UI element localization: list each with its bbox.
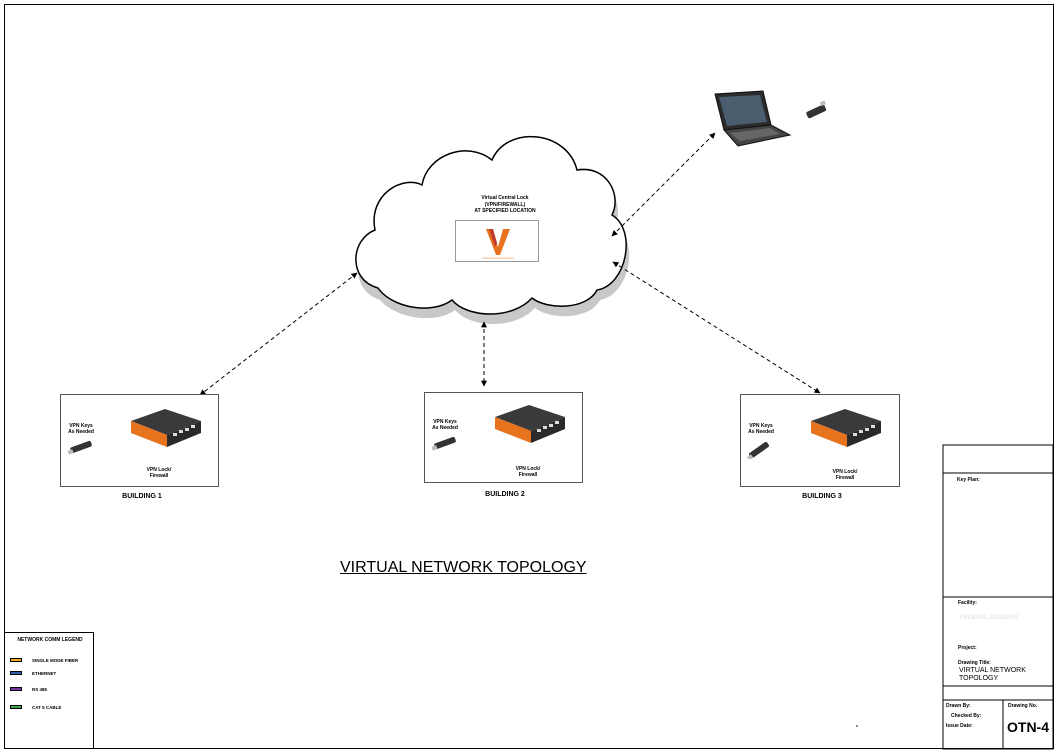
facility-value: FEDERAL RESERVE: [960, 615, 1019, 621]
usb-key-icon: [746, 442, 769, 459]
vpn-firewall-device-icon: [495, 405, 565, 443]
vpn-keys-line1: VPN Keys: [69, 423, 93, 429]
laptop-usb-key-icon: [806, 100, 827, 119]
vpn-keys-line2: As Needed: [68, 429, 94, 435]
vpn-firewall-device-icon: [811, 409, 881, 447]
building-1-label: BUILDING 1: [122, 493, 162, 500]
drawing-title-line1: VIRTUAL NETWORK: [959, 667, 1026, 674]
drawing-title-label: Drawing Title:: [958, 660, 991, 666]
building-3-panel: VPN Keys As Needed VPN Lock/ Firewall: [740, 394, 900, 487]
vpn-keys-line1: VPN Keys: [749, 423, 773, 429]
vpn-lock-line2: Firewall: [518, 472, 538, 478]
legend-swatch: [10, 687, 22, 691]
link-cloud-building3: [612, 261, 821, 394]
legend-swatch: [10, 671, 22, 675]
vpn-keys-label: VPN Keys As Needed: [61, 423, 101, 435]
diagram-title: VIRTUAL NETWORK TOPOLOGY: [340, 559, 587, 576]
laptop-icon: [714, 90, 792, 147]
legend-swatch: [10, 705, 22, 709]
vpn-firewall-device-icon: [131, 409, 201, 447]
legend-label: SINGLE MODE FIBER: [32, 657, 79, 663]
vpn-lock-line1: VPN Lock/: [515, 466, 541, 472]
legend-item-ethernet: ETHERNET: [10, 670, 56, 676]
legend-item-cat5: CAT 5 CABLE: [10, 704, 61, 710]
legend-item-rs485: RS 485: [10, 686, 47, 692]
usb-key-icon: [67, 440, 92, 455]
link-cloud-building1: [199, 272, 358, 396]
issue-date-label: Issue Date:: [946, 723, 973, 729]
drawing-no-value: OTN-4: [1007, 719, 1049, 735]
vpn-lock-label: VPN Lock/ Firewall: [825, 469, 865, 481]
cloud-label: Virtual Central Lock (VPN/FIREWALL) AT S…: [440, 195, 570, 215]
vpn-lock-line2: Firewall: [835, 475, 855, 481]
key-plan-label: Key Plan:: [957, 477, 980, 483]
checked-by-label: Checked By:: [951, 713, 982, 719]
vpn-keys-label: VPN Keys As Needed: [425, 419, 465, 431]
vpn-lock-line1: VPN Lock/: [146, 467, 172, 473]
vpn-lock-label: VPN Lock/ Firewall: [139, 467, 179, 479]
drawing-sheet: [4, 4, 1054, 749]
building-3-label: BUILDING 3: [802, 493, 842, 500]
vpn-keys-label: VPN Keys As Needed: [741, 423, 781, 435]
legend-swatch: [10, 658, 22, 662]
drawing-title-value: VIRTUAL NETWORK TOPOLOGY: [959, 667, 1026, 683]
link-cloud-laptop: [611, 132, 716, 237]
legend-label: ETHERNET: [32, 670, 57, 676]
vpn-keys-line1: VPN Keys: [433, 419, 457, 425]
drawing-no-label: Drawing No.: [1008, 703, 1038, 709]
usb-key-icon: [431, 436, 456, 451]
stray-dot: [856, 725, 858, 727]
vpn-lock-line1: VPN Lock/: [832, 469, 858, 475]
building-2-label: BUILDING 2: [485, 491, 525, 498]
legend-title: NETWORK COMM LEGEND: [17, 637, 83, 643]
vpn-keys-line2: As Needed: [432, 425, 458, 431]
cloud-label-line3: AT SPECIFIED LOCATION: [474, 208, 536, 214]
legend-label: CAT 5 CABLE: [32, 704, 62, 710]
drawn-by-label: Drawn By:: [946, 703, 971, 709]
facility-label: Facility:: [958, 600, 977, 606]
vpn-lock-line2: Firewall: [149, 473, 169, 479]
building-2-panel: VPN Keys As Needed VPN Lock/ Firewall: [424, 392, 583, 483]
vpn-lock-label: VPN Lock/ Firewall: [508, 466, 548, 478]
project-label: Project:: [958, 645, 977, 651]
cloud-label-line1: Virtual Central Lock: [481, 195, 529, 201]
legend-item-fiber: SINGLE MODE FIBER: [10, 657, 78, 663]
cloud-label-line2: (VPN/FIREWALL): [484, 201, 526, 208]
legend-label: RS 485: [32, 686, 48, 692]
company-logo: [455, 220, 539, 262]
vpn-keys-line2: As Needed: [748, 429, 774, 435]
network-legend: NETWORK COMM LEGEND SINGLE MODE FIBER ET…: [4, 632, 94, 749]
drawing-title-line2: TOPOLOGY: [959, 675, 999, 682]
building-1-panel: VPN Keys As Needed VPN Lock/ Firewall: [60, 394, 219, 487]
title-block-lines: [942, 444, 1054, 750]
v-logo-icon: [482, 229, 514, 259]
